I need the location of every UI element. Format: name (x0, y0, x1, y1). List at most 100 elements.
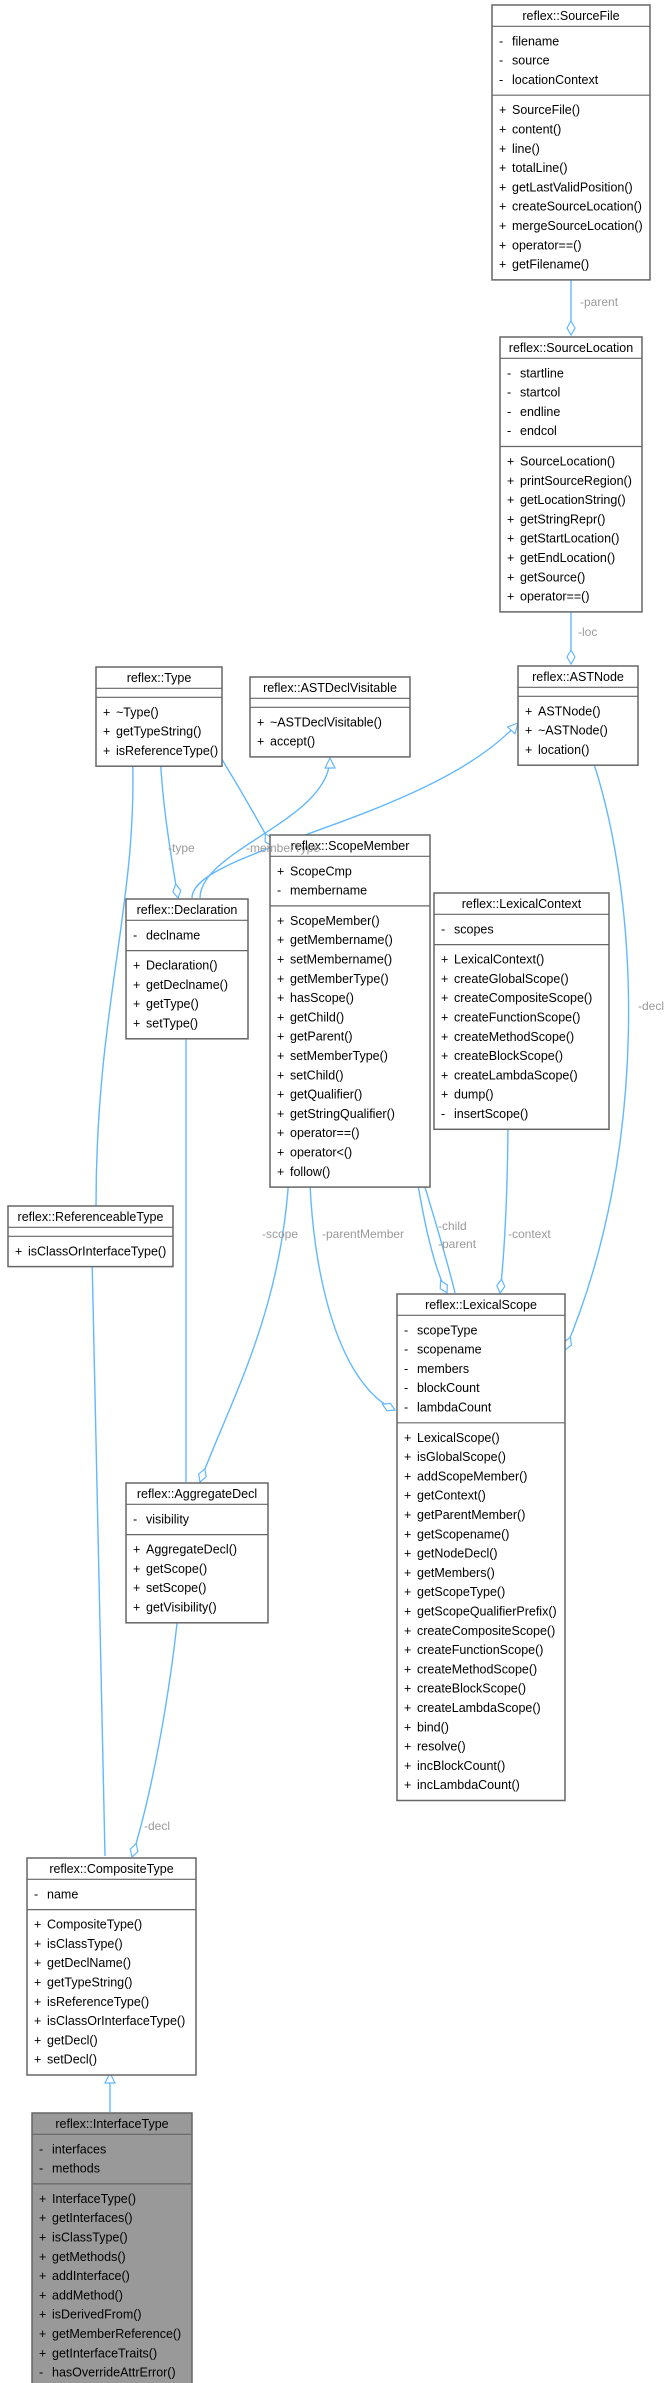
member-visibility: + (133, 1562, 140, 1576)
class-box-compositetype[interactable]: reflex::CompositeType-name+CompositeType… (26, 1857, 197, 2076)
class-box-astdeclvisitable[interactable]: reflex::ASTDeclVisitable+~ASTDeclVisitab… (249, 676, 411, 758)
class-box-frame (269, 834, 431, 1188)
method-setdecl: setDecl() (47, 2053, 97, 2067)
member-visibility: + (404, 1508, 411, 1522)
member-visibility: + (15, 1244, 22, 1258)
member-visibility: + (277, 914, 284, 928)
class-box-frame (499, 336, 643, 613)
attribute-membername: membername (290, 884, 367, 898)
method-createcompositescope: createCompositeScope() (454, 991, 592, 1005)
member-visibility: + (404, 1759, 411, 1773)
class-box-lexicalscope[interactable]: reflex::LexicalScope-scopeType-scopename… (396, 1293, 566, 1802)
member-visibility: + (499, 258, 506, 272)
member-visibility: + (277, 864, 284, 878)
class-box-sourcelocation[interactable]: reflex::SourceLocation-startline-startco… (499, 336, 643, 613)
method-settype: setType() (146, 1017, 198, 1031)
member-visibility: - (441, 922, 445, 936)
method-getmembername: getMembername() (290, 933, 393, 947)
member-visibility: - (404, 1401, 408, 1415)
class-box-declaration[interactable]: reflex::Declaration-declname+Declaration… (125, 898, 249, 1040)
attribute-scopetype: scopeType (417, 1323, 478, 1337)
edge-astdeclvisitable-declaration (199, 758, 330, 899)
method-type: ~Type() (116, 705, 159, 719)
method-getcontext: getContext() (417, 1489, 486, 1503)
method-isclasstype: isClassType() (52, 2231, 128, 2245)
method-setmembername: setMembername() (290, 953, 392, 967)
member-visibility: + (441, 1011, 448, 1025)
class-box-astnode[interactable]: reflex::ASTNode+ASTNode()+~ASTNode()+loc… (517, 665, 639, 766)
member-visibility: + (507, 474, 514, 488)
class-box-scopemember[interactable]: reflex::ScopeMember+ScopeCmp-membername+… (269, 834, 431, 1188)
class-box-frame (31, 2112, 193, 2383)
method-setmembertype: setMemberType() (290, 1049, 388, 1063)
member-visibility: + (133, 1017, 140, 1031)
member-visibility: + (507, 551, 514, 565)
method-getdeclname: getDeclname() (146, 978, 228, 992)
method-hasoverrideattrerror: hasOverrideAttrError() (52, 2366, 176, 2380)
method-operator: operator==() (290, 1126, 359, 1140)
member-visibility: + (499, 238, 506, 252)
class-name: reflex::AggregateDecl (137, 1487, 257, 1501)
method-createblockscope: createBlockScope() (417, 1682, 526, 1696)
method-astnode: ASTNode() (538, 704, 601, 718)
member-visibility: + (133, 1601, 140, 1615)
class-box-lexicalcontext[interactable]: reflex::LexicalContext-scopes+LexicalCon… (433, 892, 610, 1131)
attribute-scopecmp: ScopeCmp (290, 864, 352, 878)
class-name: reflex::LexicalScope (425, 1298, 537, 1312)
member-visibility: + (499, 200, 506, 214)
member-visibility: + (39, 2327, 46, 2341)
member-visibility: + (404, 1643, 411, 1657)
class-box-sourcefile[interactable]: reflex::SourceFile-filename-source-locat… (491, 4, 651, 281)
method-getscopename: getScopename() (417, 1527, 509, 1541)
method-accept: accept() (270, 735, 315, 749)
class-name: reflex::SourceLocation (509, 341, 633, 355)
method-createlambdascope: createLambdaScope() (454, 1068, 578, 1082)
edge-label-scope: -scope (262, 1227, 298, 1241)
member-visibility: + (39, 2231, 46, 2245)
member-visibility: + (34, 1956, 41, 1970)
method-isderivedfrom: isDerivedFrom() (52, 2308, 142, 2322)
method-getmemberreference: getMemberReference() (52, 2327, 181, 2341)
member-visibility: + (441, 1088, 448, 1102)
member-visibility: - (133, 1512, 137, 1526)
method-compositetype: CompositeType() (47, 1918, 142, 1932)
edge-label-parent: -parent (438, 1237, 477, 1251)
class-box-aggregatedecl[interactable]: reflex::AggregateDecl-visibility+Aggrega… (125, 1482, 269, 1624)
method-gettypestring: getTypeString() (47, 1976, 132, 1990)
method-getendlocation: getEndLocation() (520, 551, 615, 565)
class-name: reflex::ASTNode (532, 670, 624, 684)
method-isreferencetype: isReferenceType() (47, 1995, 149, 2009)
method-isclassorinterfacetype: isClassOrInterfaceType() (47, 2014, 185, 2028)
member-visibility: + (34, 1995, 41, 2009)
method-sourcelocation: SourceLocation() (520, 455, 615, 469)
member-visibility: + (441, 1068, 448, 1082)
method-createglobalscope: createGlobalScope() (454, 972, 569, 986)
member-visibility: + (133, 1543, 140, 1557)
member-visibility: + (277, 1068, 284, 1082)
member-visibility: + (39, 2269, 46, 2283)
member-visibility: + (277, 1030, 284, 1044)
method-isclassorinterfacetype: isClassOrInterfaceType() (28, 1244, 166, 1258)
method-createblockscope: createBlockScope() (454, 1049, 563, 1063)
member-visibility: - (404, 1323, 408, 1337)
class-box-referenceabletype[interactable]: reflex::ReferenceableType+isClassOrInter… (7, 1205, 174, 1268)
method-getscope: getScope() (146, 1562, 207, 1576)
method-gettypestring: getTypeString() (116, 725, 201, 739)
class-box-interfacetype[interactable]: reflex::InterfaceType-interfaces-methods… (31, 2112, 193, 2383)
method-addinterface: addInterface() (52, 2269, 130, 2283)
member-visibility: + (277, 1088, 284, 1102)
method-getfilename: getFilename() (512, 258, 589, 272)
method-aggregatedecl: AggregateDecl() (146, 1543, 237, 1557)
method-isclasstype: isClassType() (47, 1937, 123, 1951)
method-addscopemember: addScopeMember() (417, 1469, 527, 1483)
method-hasscope: hasScope() (290, 991, 354, 1005)
class-box-type[interactable]: reflex::Type+~Type()+getTypeString()+isR… (95, 666, 223, 767)
class-name: reflex::Type (127, 671, 192, 685)
class-name: reflex::ASTDeclVisitable (263, 681, 397, 695)
member-visibility: - (404, 1381, 408, 1395)
member-visibility: - (441, 1107, 445, 1121)
method-line: line() (512, 142, 540, 156)
member-visibility: + (441, 991, 448, 1005)
member-visibility: + (34, 2014, 41, 2028)
